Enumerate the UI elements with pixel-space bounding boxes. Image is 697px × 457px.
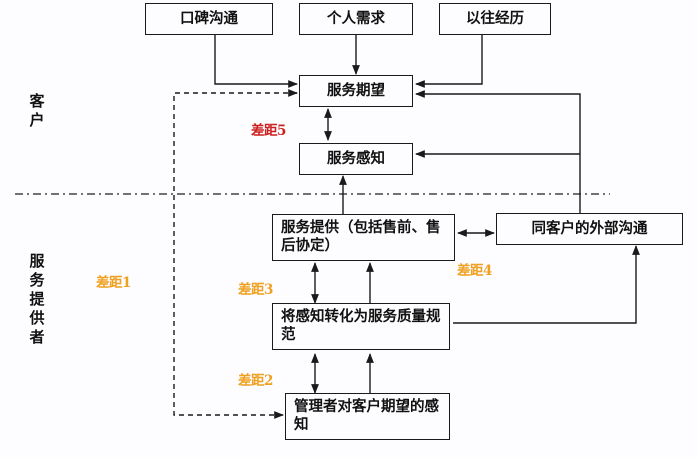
node-perceived-service: 服务感知 bbox=[299, 143, 413, 175]
node-label: 同客户的外部沟通 bbox=[531, 221, 648, 237]
node-expected-service: 服务期望 bbox=[299, 75, 413, 107]
node-past-experience: 以往经历 bbox=[439, 3, 551, 35]
region-label-provider: 服务提供者 bbox=[29, 252, 45, 346]
node-label: 服务提供（包括售前、售后协定） bbox=[281, 220, 441, 254]
node-label: 服务期望 bbox=[327, 83, 385, 99]
node-personal-needs: 个人需求 bbox=[299, 3, 413, 35]
gap2-label: 差距2 bbox=[238, 373, 273, 389]
node-label: 口碑沟通 bbox=[180, 11, 238, 27]
arrow-wom-to-expectation bbox=[214, 34, 298, 88]
gap3-label: 差距3 bbox=[238, 282, 273, 298]
node-label: 个人需求 bbox=[327, 11, 385, 27]
arrow-specs-to-external bbox=[453, 245, 640, 324]
arrow-external-to-expectation bbox=[415, 90, 581, 213]
gap5-label: 差距5 bbox=[251, 123, 286, 139]
gap4-label: 差距4 bbox=[457, 263, 492, 279]
arrow-past-to-expectation bbox=[415, 34, 483, 88]
node-label: 管理者对客户期望的感知 bbox=[294, 399, 439, 433]
region-label-customer: 客户 bbox=[29, 92, 45, 129]
node-label: 将感知转化为服务质量规范 bbox=[281, 309, 441, 343]
node-specifications: 将感知转化为服务质量规范 bbox=[272, 303, 450, 350]
node-management-perception: 管理者对客户期望的感知 bbox=[285, 393, 450, 440]
node-word-of-mouth: 口碑沟通 bbox=[145, 3, 273, 35]
node-label: 以往经历 bbox=[466, 11, 524, 27]
node-label: 服务感知 bbox=[327, 151, 385, 167]
node-external-communication: 同客户的外部沟通 bbox=[496, 213, 683, 245]
node-service-delivery: 服务提供（包括售前、售后协定） bbox=[272, 214, 455, 261]
gap1-label: 差距1 bbox=[96, 275, 131, 291]
gap1-dashed-line bbox=[173, 92, 297, 419]
